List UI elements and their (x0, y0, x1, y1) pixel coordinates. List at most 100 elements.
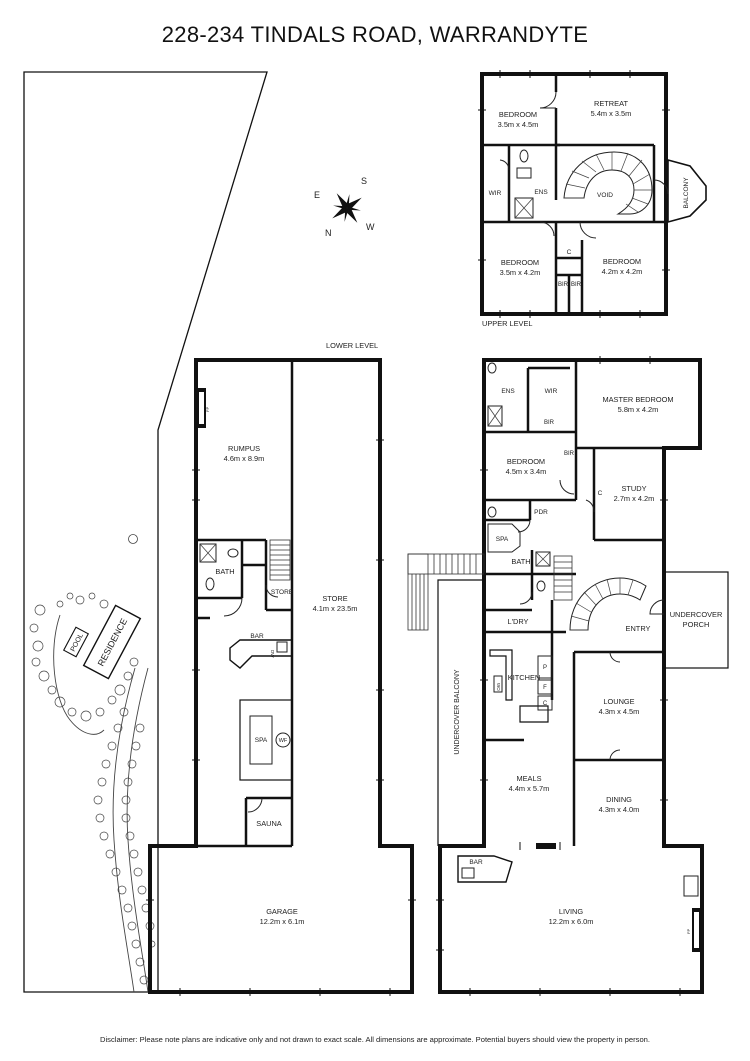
site-tree (121, 795, 131, 805)
main-balcony-label: UNDERCOVER BALCONY (454, 669, 461, 755)
upper-bedroom3-dims: 4.2m x 4.2m (602, 267, 643, 276)
upper-bedroom2-name: BEDROOM (501, 258, 539, 267)
site-tree (107, 741, 117, 751)
lower-sauna-label: SAUNA (256, 819, 282, 828)
site-tree (131, 741, 141, 751)
upper-level-label: UPPER LEVEL (482, 319, 533, 328)
upper-void-label: VOID (597, 192, 613, 199)
disclaimer: Disclaimer: Please note plans are indica… (100, 1035, 650, 1044)
main-wir-label: WIR (545, 388, 558, 395)
site-tree (113, 723, 123, 733)
site-tree (95, 707, 105, 717)
site-plan: RESIDENCE POOL (23, 71, 268, 993)
main-ldry-label: L'DRY (508, 617, 529, 626)
main-bir2-label: BIR (564, 451, 575, 457)
lower-wf-label: WF (279, 738, 288, 744)
upper-balcony-label: BALCONY (683, 177, 690, 209)
site-tree (67, 707, 77, 717)
main-c-label: C (598, 490, 603, 497)
main-level-plan: ENS WIR BIR BIR MASTER BEDROOM 5.8m x 4.… (407, 356, 729, 996)
site-tree (32, 640, 44, 652)
site-tree (119, 707, 129, 717)
main-kitchen-label: KITCHEN (508, 673, 540, 682)
site-tree (93, 795, 103, 805)
site-tree (99, 831, 109, 841)
compass-e: E (314, 190, 320, 200)
site-tree (34, 604, 46, 616)
main-external-stair (407, 553, 485, 631)
site-tree (123, 903, 133, 913)
site-tree (129, 849, 139, 859)
site-tree (107, 695, 117, 705)
upper-bedroom2-dims: 3.5m x 4.2m (500, 268, 541, 277)
site-driveway (112, 667, 136, 993)
site-tree (66, 592, 74, 600)
site-tree (133, 867, 143, 877)
site-tree (127, 921, 137, 931)
site-path (53, 614, 105, 735)
main-master-name: MASTER BEDROOM (602, 395, 673, 404)
site-boundary (23, 71, 268, 993)
lower-store-small-label: STORE (271, 589, 294, 596)
site-tree (131, 939, 141, 949)
site-tree (127, 759, 137, 769)
main-entry-label: ENTRY (626, 624, 651, 633)
site-pool: POOL (62, 626, 90, 658)
main-spiral-stair (569, 577, 647, 631)
main-p-label: P (543, 665, 547, 671)
site-tree (135, 723, 145, 733)
site-tree (114, 684, 126, 696)
compass-w: W (366, 222, 375, 232)
site-tree (117, 885, 127, 895)
site-tree (31, 657, 41, 667)
site-tree (137, 885, 147, 895)
lower-bar-counter (229, 639, 293, 669)
site-tree (47, 685, 57, 695)
main-living-bar (457, 855, 513, 883)
site-tree (99, 599, 109, 609)
upper-balcony (667, 158, 707, 224)
upper-bir2-label: BIR (571, 282, 582, 288)
lower-dw-label: DW (270, 650, 275, 658)
lower-bar-label: BAR (250, 633, 264, 640)
main-fp-label: FP (686, 929, 691, 934)
upper-bedroom1-name: BEDROOM (499, 110, 537, 119)
site-tree (75, 595, 85, 605)
main-undercover-balcony (437, 579, 484, 846)
main-outer-wall (438, 358, 704, 994)
upper-stair-treads (564, 152, 652, 213)
main-windows (436, 356, 681, 996)
site-tree (123, 777, 133, 787)
upper-retreat-name: RETREAT (594, 99, 628, 108)
site-tree (105, 849, 115, 859)
main-meals-dims: 4.4m x 5.7m (509, 784, 550, 793)
main-porch-label-2: PORCH (683, 620, 710, 629)
site-residence: RESIDENCE (82, 604, 142, 680)
main-bath-label: BATH (511, 557, 530, 566)
lower-fp-label: FP (205, 407, 210, 412)
site-tree (95, 813, 105, 823)
site-tree (97, 777, 107, 787)
main-bedroom-name: BEDROOM (507, 457, 545, 466)
lower-rumpus-name: RUMPUS (228, 444, 260, 453)
site-tree (135, 957, 145, 967)
main-living-dims: 12.2m x 6.0m (549, 917, 594, 926)
main-study-dims: 2.7m x 4.2m (614, 494, 655, 503)
site-tree (38, 670, 50, 682)
lower-store-name: STORE (322, 594, 347, 603)
lower-spa-room (239, 699, 293, 781)
site-tree-single (128, 534, 138, 544)
upper-retreat-dims: 5.4m x 3.5m (591, 109, 632, 118)
upper-wir-label: WIR (489, 190, 502, 197)
lower-garage-name: GARAGE (266, 907, 298, 916)
site-tree (129, 657, 139, 667)
compass-s: S (361, 176, 367, 186)
upper-bedroom3-name: BEDROOM (603, 257, 641, 266)
main-meals-name: MEALS (516, 774, 541, 783)
main-lounge-dims: 4.3m x 4.5m (599, 707, 640, 716)
main-bedroom-dims: 4.5m x 3.4m (506, 467, 547, 476)
main-stair-treads (570, 578, 634, 631)
site-tree (29, 623, 39, 633)
lower-spa-label: SPA (255, 737, 268, 744)
